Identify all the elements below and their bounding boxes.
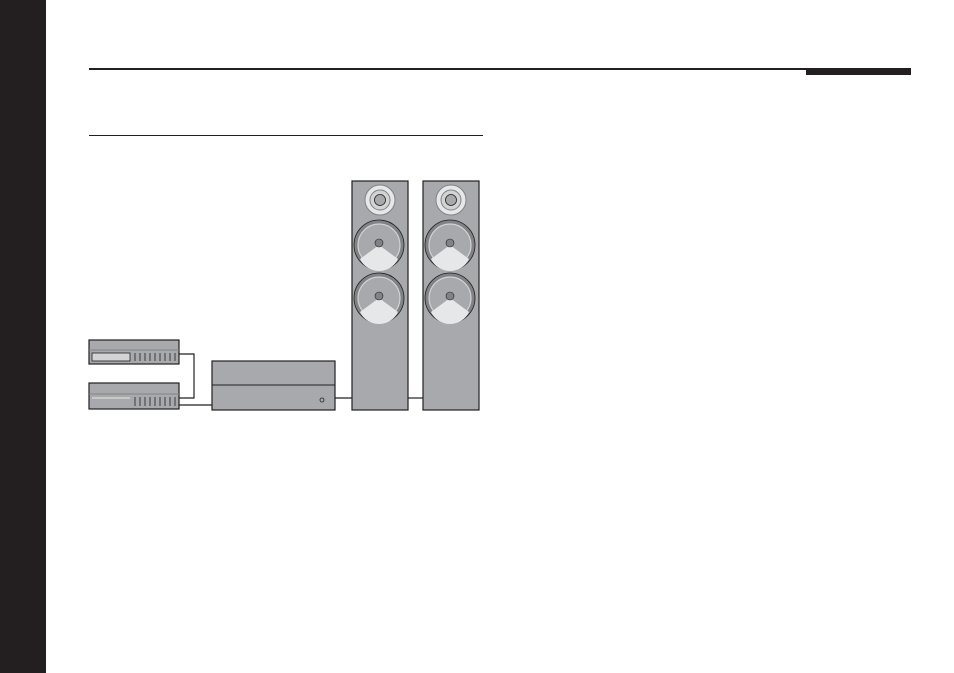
woofer-upper-icon [425, 220, 475, 271]
source-unit-1 [89, 340, 179, 364]
tweeter-icon [436, 185, 466, 215]
amplifier [212, 361, 335, 410]
speaker-left [352, 181, 408, 410]
cable-source1-to-source2 [179, 354, 194, 398]
display-window [92, 353, 130, 361]
woofer-lower-icon [425, 273, 475, 324]
source-unit-2 [89, 383, 179, 409]
speaker-right [423, 181, 479, 410]
tweeter-icon [365, 185, 395, 215]
woofer-upper-icon [354, 220, 404, 271]
woofer-lower-icon [354, 273, 404, 324]
